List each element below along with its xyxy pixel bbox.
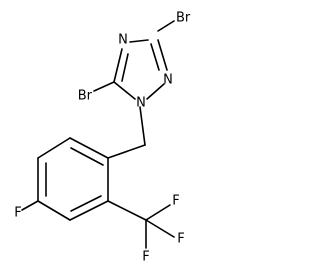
bond-n2-n1	[146, 83, 165, 100]
bond-c3-c2-inner	[70, 195, 102, 212]
bond-c4-f	[21, 200, 39, 211]
molecule-structure-drawing: Br Br N N N F F F F	[14, 11, 191, 265]
atom-br-top: Br	[176, 11, 191, 26]
bond-c6-c5	[37, 137, 71, 159]
atom-f-left: F	[14, 206, 21, 221]
atom-cf3-f-right: F	[177, 232, 184, 247]
bond-c1-c6-inner	[70, 147, 104, 166]
bond-n1-ch2	[139, 106, 146, 146]
atom-br-left: Br	[78, 89, 93, 104]
bond-c1-c6	[69, 137, 109, 159]
bond-c3-br	[157, 20, 175, 32]
atom-n-right: N	[163, 73, 173, 88]
atom-n-bottom: N	[136, 96, 146, 111]
bond-n4-c3	[129, 39, 149, 43]
bond-c2-cf3	[107, 200, 147, 221]
atom-n-top: N	[118, 33, 128, 48]
bond-n1-c5	[113, 81, 136, 100]
atom-cf3-f-top: F	[172, 194, 179, 209]
bond-c5-br	[93, 81, 115, 92]
bond-c5-n4	[113, 48, 123, 83]
atom-cf3-f-bottom: F	[142, 250, 149, 265]
bond-c3-n2	[157, 39, 168, 71]
bond-c4-c3	[37, 200, 71, 221]
bond-ch2-c1	[107, 144, 146, 159]
bond-c5-n4-double	[121, 53, 129, 82]
bond-c3-n2-double	[150, 43, 160, 71]
bond-c3-c2	[69, 200, 109, 221]
bond-cf3-f-top	[145, 204, 171, 221]
bond-cf3-f-right	[145, 219, 175, 238]
